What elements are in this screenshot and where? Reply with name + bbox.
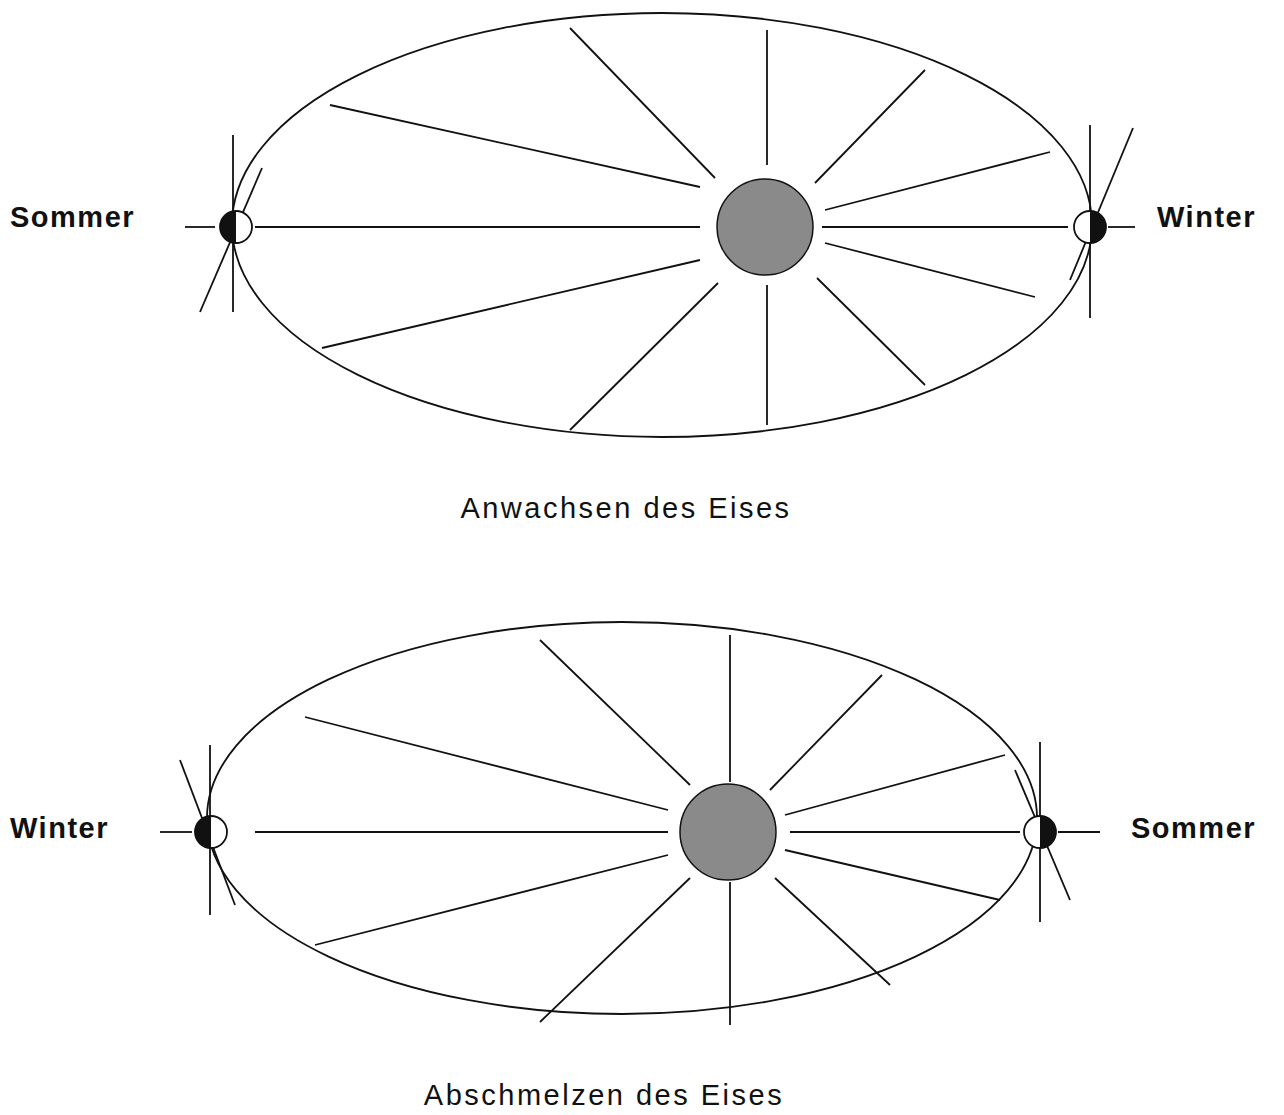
- sun-rays: [255, 635, 1020, 1025]
- sun-rays: [255, 28, 1068, 430]
- earth-winter-upper: [1070, 125, 1135, 318]
- orbit-ellipse: [207, 622, 1037, 1014]
- caption: Anwachsen des Eises: [460, 494, 791, 523]
- earth-summer-lower: [1015, 742, 1100, 922]
- lower-orbit: [207, 622, 1037, 1025]
- season-label: Sommer: [1131, 814, 1256, 843]
- season-label: Winter: [10, 814, 109, 843]
- sun: [717, 179, 813, 275]
- caption: Abschmelzen des Eises: [424, 1081, 784, 1110]
- sun: [680, 784, 776, 880]
- season-label: Sommer: [10, 203, 135, 232]
- orbit-ellipse: [232, 13, 1092, 437]
- upper-orbit: [232, 13, 1092, 437]
- season-label: Winter: [1157, 203, 1256, 232]
- earth-summer-upper: [185, 135, 262, 312]
- earth-winter-lower: [160, 745, 235, 915]
